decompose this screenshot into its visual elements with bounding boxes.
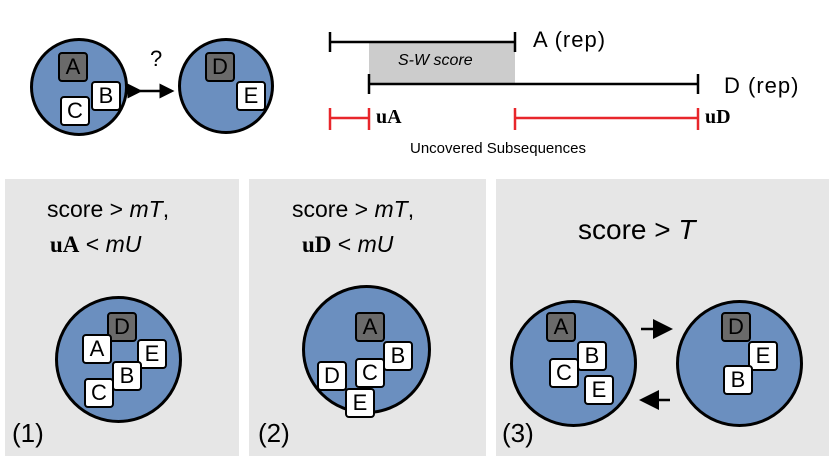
node-rep-d: D [205, 52, 235, 82]
panel-2-condition-2: uD < mU [302, 231, 393, 258]
panel-2-mu-var: mU [357, 231, 394, 257]
panel-3-threshold-var: T [678, 214, 696, 245]
panel-2-node-e: E [345, 388, 375, 418]
ud-label: uD [705, 106, 731, 128]
panel-3-node-e2: E [748, 341, 778, 371]
panel-2-score-text: score > [292, 196, 375, 222]
panel-3-node-rep-a: A [546, 312, 576, 342]
panel-2-node-c: C [355, 358, 385, 388]
panel-2-node-b: B [383, 341, 413, 371]
node-b: B [91, 81, 121, 111]
seq-d-label: D (rep) [724, 73, 800, 98]
ua-label: uA [376, 106, 402, 128]
panel-2-node-rep-a: A [355, 312, 385, 342]
panel-1-node-rep-d: D [107, 312, 137, 342]
panel-2-number: (2) [258, 418, 290, 448]
panel-1-mu-var: mU [105, 231, 142, 257]
panel-1-node-c: C [84, 378, 114, 408]
panel-1-lt: < [79, 231, 106, 257]
panel-3-condition: score > T [578, 214, 696, 246]
node-rep-a: A [58, 52, 88, 82]
node-e: E [236, 81, 266, 111]
uncovered-label: Uncovered Subsequences [410, 140, 586, 157]
panel-3-score-text: score > [578, 214, 679, 245]
panel-1-ua-bold: uA [50, 232, 80, 257]
panel-3-node-b: B [577, 341, 607, 371]
panel-2-node-d: D [317, 361, 347, 391]
panel-2-condition-1: score > mT, [292, 196, 414, 223]
panel-2-lt: < [331, 231, 358, 257]
panel-3-node-rep-d: D [721, 312, 751, 342]
panel-1-condition-2: uA < mU [50, 231, 141, 258]
panel-2-ud-bold: uD [302, 232, 332, 257]
question-mark: ? [150, 46, 163, 71]
panel-3-number: (3) [502, 418, 534, 448]
panel-1-comma: , [162, 196, 170, 222]
panel-3-node-e: E [584, 375, 614, 405]
panel-1-condition-1: score > mT, [47, 196, 169, 223]
panel-1-node-a: A [82, 334, 112, 364]
sw-score-label: S-W score [398, 52, 473, 69]
panel-3-node-c: C [549, 358, 579, 388]
panel-2-threshold-var: mT [374, 196, 408, 222]
panel-1-node-b: B [112, 361, 142, 391]
panel-3-node-b2: B [723, 365, 753, 395]
panel-1-node-e: E [137, 339, 167, 369]
seq-a-label: A (rep) [533, 27, 607, 52]
panel-1-number: (1) [12, 418, 44, 448]
panel-2-comma: , [407, 196, 415, 222]
panel-1-score-text: score > [47, 196, 130, 222]
panel-1-threshold-var: mT [129, 196, 163, 222]
node-c: C [60, 96, 90, 126]
